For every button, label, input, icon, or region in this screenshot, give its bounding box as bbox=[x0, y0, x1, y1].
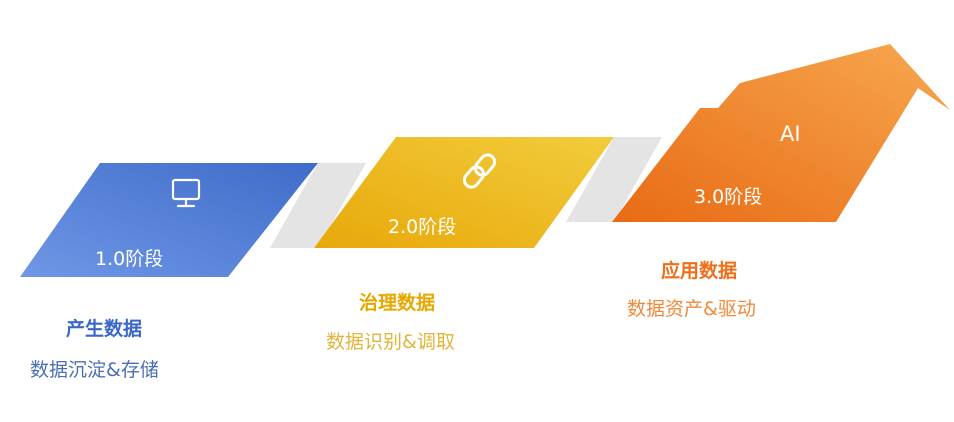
stage-2-label: 2.0阶段 bbox=[388, 216, 457, 238]
stage-1-label: 1.0阶段 bbox=[95, 248, 164, 270]
stage-3-arrow bbox=[612, 44, 950, 222]
monitor-icon bbox=[171, 178, 201, 208]
stage-3-subtitle: 数据资产&驱动 bbox=[627, 298, 756, 320]
stage-1-block bbox=[20, 163, 318, 277]
connector-1-2 bbox=[270, 163, 366, 248]
stage-3-label: 3.0阶段 bbox=[694, 186, 763, 208]
stage-2-block bbox=[314, 137, 614, 248]
stage-3-title: 应用数据 bbox=[661, 260, 738, 282]
stage-2-subtitle: 数据识别&调取 bbox=[326, 331, 455, 353]
connector-2-3 bbox=[566, 137, 662, 222]
ai-label: AI bbox=[780, 122, 801, 146]
stage-2-title: 治理数据 bbox=[359, 292, 436, 314]
stage-1-subtitle: 数据沉淀&存储 bbox=[30, 359, 159, 381]
stage-1-title: 产生数据 bbox=[66, 318, 143, 340]
link-icon bbox=[462, 153, 497, 189]
